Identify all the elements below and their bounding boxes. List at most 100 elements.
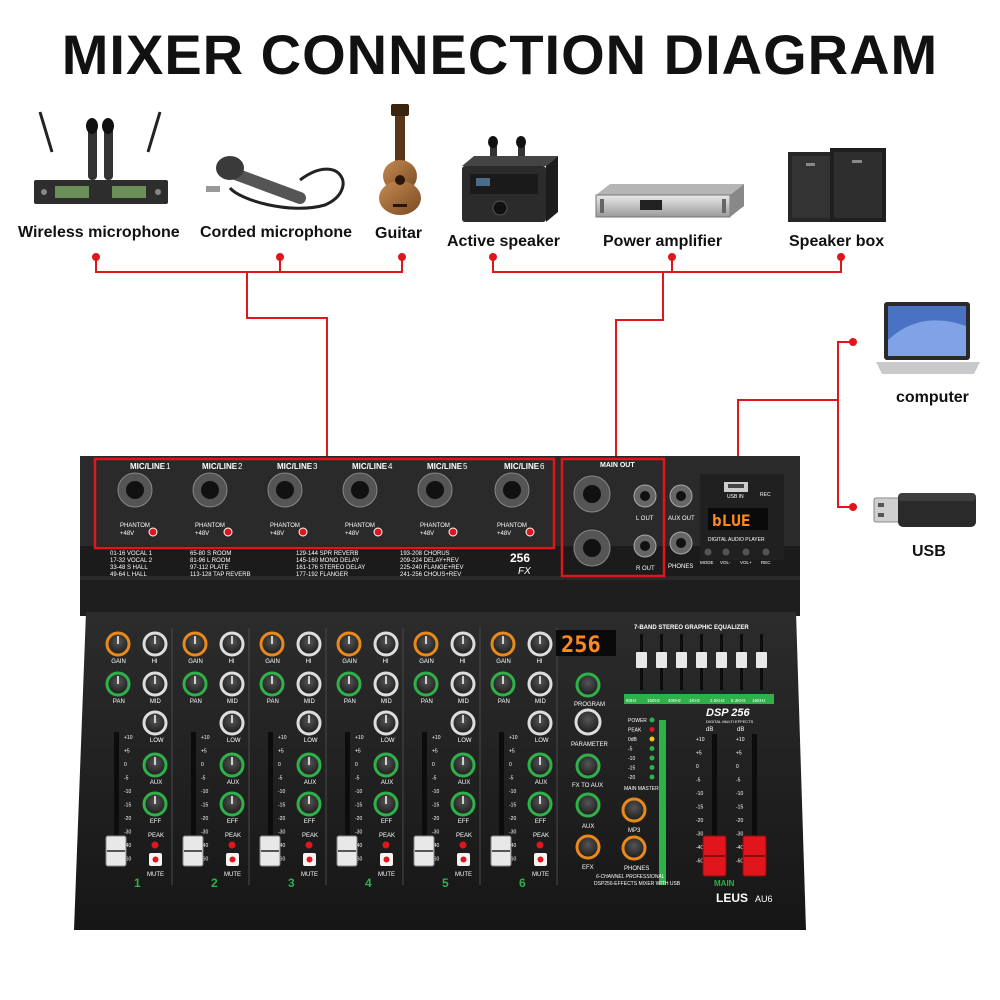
aux-knob[interactable] [296, 752, 322, 778]
usb-drive-icon [873, 493, 976, 527]
meter-led [649, 736, 655, 742]
gain-knob[interactable] [490, 631, 516, 657]
aux-knob[interactable] [219, 752, 245, 778]
eff-knob[interactable] [450, 791, 476, 817]
fader-scale-label: -10 [696, 791, 703, 797]
mute-button[interactable] [303, 853, 316, 866]
low-knob[interactable] [296, 710, 322, 736]
eq-slider[interactable] [676, 634, 687, 690]
aux-knob[interactable] [373, 752, 399, 778]
pan-knob[interactable] [336, 671, 362, 697]
low-knob[interactable] [219, 710, 245, 736]
low-knob[interactable] [142, 710, 168, 736]
low-knob[interactable] [450, 710, 476, 736]
channel-fader[interactable] [490, 835, 512, 867]
phantom-voltage: +48V [420, 531, 434, 537]
mid-knob[interactable] [450, 671, 476, 697]
eq-band-label: 1KHz [689, 698, 701, 703]
hi-knob[interactable] [527, 631, 553, 657]
eq-slider[interactable] [636, 634, 647, 690]
eff-knob[interactable] [219, 791, 245, 817]
eff-knob[interactable] [373, 791, 399, 817]
channel-fader[interactable] [413, 835, 435, 867]
knob-label: GAIN [188, 659, 203, 665]
dsp-sub: DIGITAL MULTI EFFECTS [706, 719, 754, 724]
low-knob[interactable] [373, 710, 399, 736]
pan-knob[interactable] [105, 671, 131, 697]
aux-knob[interactable] [450, 752, 476, 778]
eff-knob[interactable] [296, 791, 322, 817]
phones-knob[interactable] [621, 835, 647, 861]
connection-dots [92, 253, 857, 511]
low-knob[interactable] [527, 710, 553, 736]
eq-slider[interactable] [716, 634, 727, 690]
channel-input-jack: MIC/LINE 3 PHANTOM +48V [267, 462, 318, 537]
main-fader-right[interactable] [742, 835, 767, 877]
gain-knob[interactable] [336, 631, 362, 657]
mid-knob[interactable] [219, 671, 245, 697]
hi-knob[interactable] [296, 631, 322, 657]
gain-knob[interactable] [105, 631, 131, 657]
knob-label: LOW [381, 738, 395, 744]
mute-button[interactable] [534, 853, 547, 866]
hi-knob[interactable] [450, 631, 476, 657]
pan-knob[interactable] [259, 671, 285, 697]
knob-label: AUX [304, 780, 316, 786]
hi-knob[interactable] [142, 631, 168, 657]
mp3-knob[interactable] [621, 797, 647, 823]
main-fader-left[interactable] [702, 835, 727, 877]
knob-label: LOW [150, 738, 164, 744]
gain-knob[interactable] [413, 631, 439, 657]
mid-knob[interactable] [142, 671, 168, 697]
channel-fader[interactable] [105, 835, 127, 867]
gain-knob[interactable] [182, 631, 208, 657]
channel-fader[interactable] [259, 835, 281, 867]
player-button-mode[interactable] [704, 548, 712, 556]
mute-button[interactable] [149, 853, 162, 866]
player-button-vol-down[interactable] [722, 548, 730, 556]
effects-aux-knob[interactable] [575, 792, 601, 818]
pan-knob[interactable] [182, 671, 208, 697]
laptop-icon [876, 302, 980, 374]
eff-knob[interactable] [527, 791, 553, 817]
effects-fx-to-aux-knob[interactable] [575, 753, 601, 779]
hi-knob[interactable] [373, 631, 399, 657]
pan-knob[interactable] [413, 671, 439, 697]
eff-knob[interactable] [142, 791, 168, 817]
fader-scale-label: 0 [509, 762, 512, 768]
mid-knob[interactable] [296, 671, 322, 697]
phantom-label: PHANTOM [497, 523, 527, 529]
fader-scale-label: -10 [432, 789, 439, 795]
effects-program-knob[interactable] [575, 672, 601, 698]
aux-knob[interactable] [527, 752, 553, 778]
svg-text:97-112 PLATE: 97-112 PLATE [190, 565, 228, 571]
hi-knob[interactable] [219, 631, 245, 657]
channel-number-label: 1 [134, 876, 141, 890]
eq-slider[interactable] [656, 634, 667, 690]
effects-parameter-knob[interactable] [574, 708, 602, 736]
gain-knob[interactable] [259, 631, 285, 657]
eq-slider[interactable] [736, 634, 747, 690]
pan-knob[interactable] [490, 671, 516, 697]
mid-knob[interactable] [373, 671, 399, 697]
meter-led [649, 727, 655, 732]
channel-fader[interactable] [182, 835, 204, 867]
eq-slider[interactable] [756, 634, 767, 690]
mid-knob[interactable] [527, 671, 553, 697]
mute-button[interactable] [226, 853, 239, 866]
channel-fader[interactable] [336, 835, 358, 867]
knob-label: EFF [381, 819, 393, 825]
mute-button[interactable] [380, 853, 393, 866]
effects-efx-knob[interactable] [575, 834, 601, 860]
fader-scale-label: -30 [696, 832, 703, 838]
meter-label: 0dB [628, 737, 638, 743]
aux-knob[interactable] [142, 752, 168, 778]
eq-slider[interactable] [696, 634, 707, 690]
player-button-vol-up[interactable] [742, 548, 750, 556]
player-button-rec[interactable] [762, 548, 770, 556]
mic-line-label: MIC/LINE [352, 462, 388, 471]
mute-button[interactable] [457, 853, 470, 866]
peak-label: PEAK [148, 833, 164, 839]
fader-scale-label: +10 [696, 737, 705, 743]
